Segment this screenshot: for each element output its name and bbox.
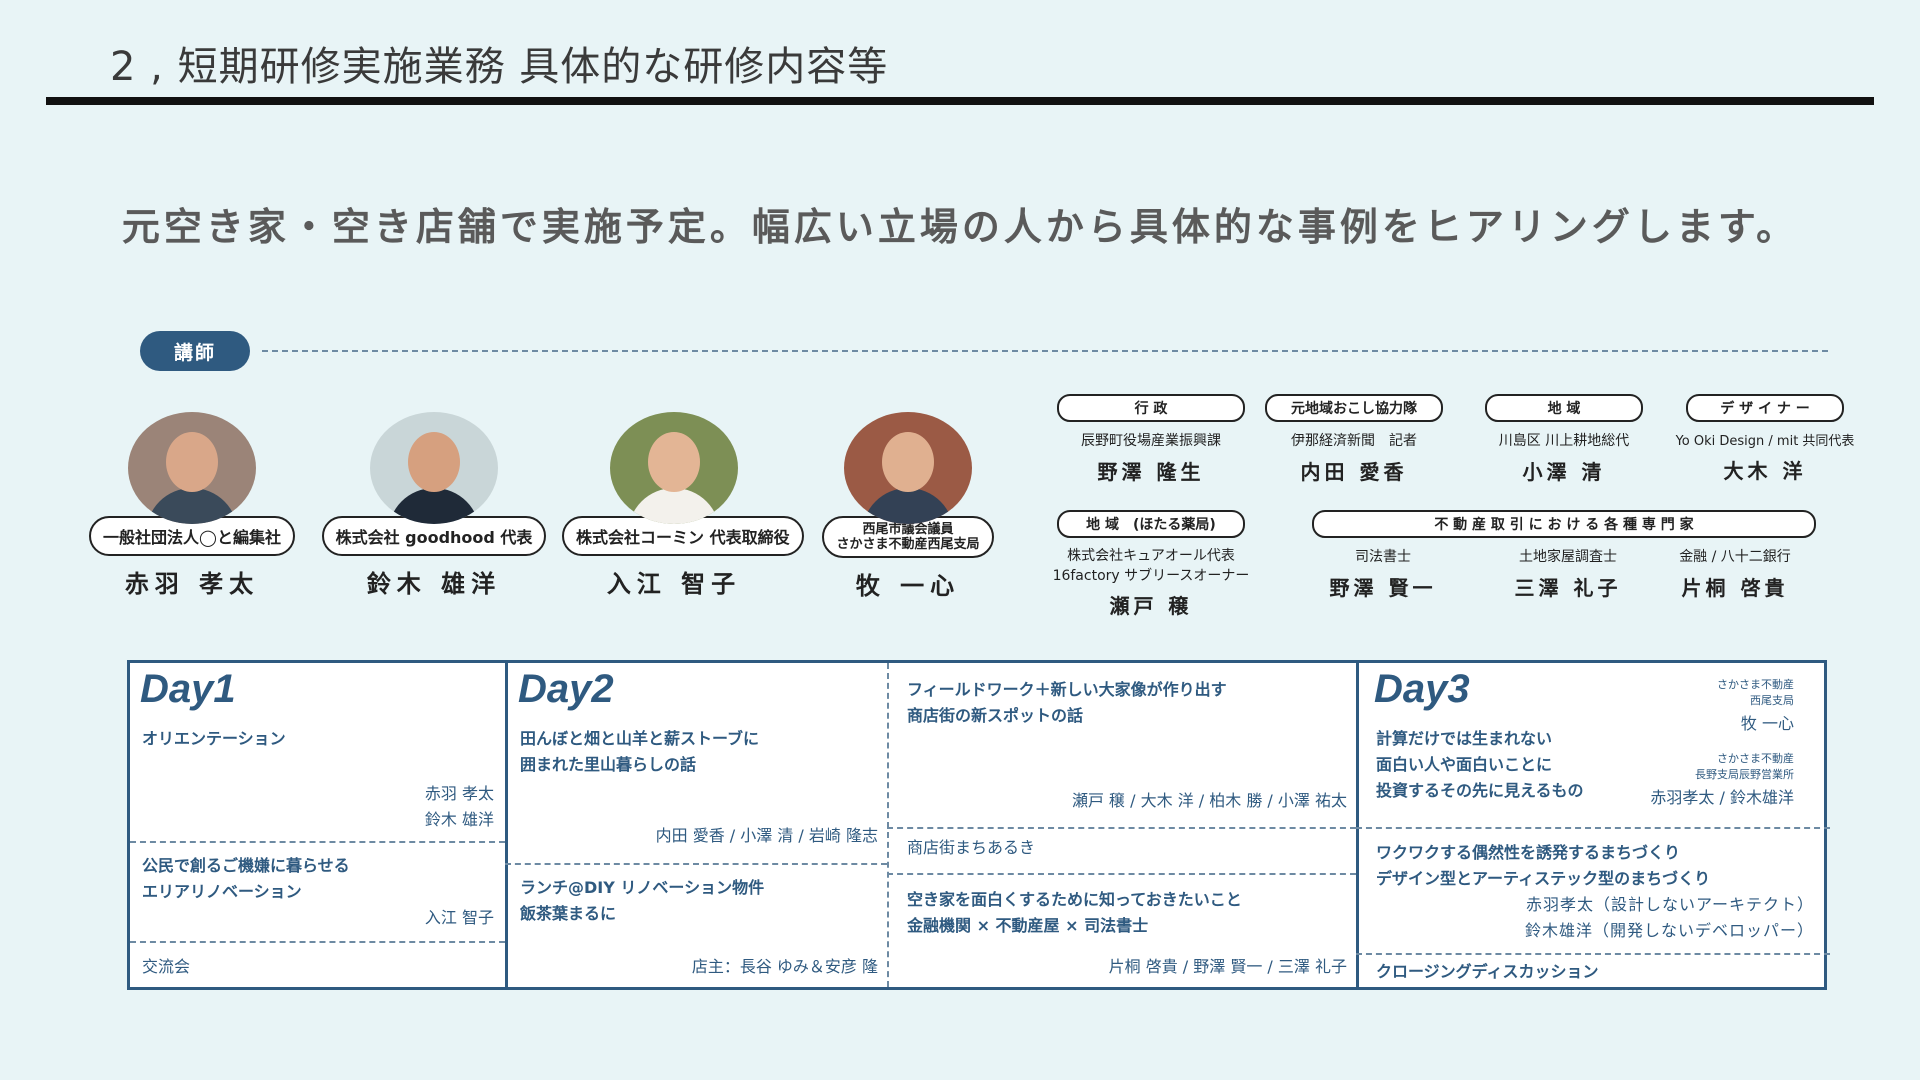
role-org: 伊那経済新聞 記者 — [1291, 433, 1417, 449]
expert-category: 不 動 産 取 引 に お け る 各 種 専 門 家 — [1312, 510, 1816, 538]
role-card: 元地域おこし協力隊 伊那経済新聞 記者 内田 愛香 — [1256, 394, 1452, 485]
session-speaker: 瀬戸 穣 / 大木 洋 / 柏木 勝 / 小澤 祐太 — [1071, 791, 1347, 810]
session-speaker: 赤羽孝太（設計しないアーキテクト） 鈴木雄洋（開発しないデベロッパー） — [1524, 895, 1814, 940]
session-speaker: 赤羽孝太 / 鈴木雄洋 — [1650, 788, 1794, 807]
role-category: 地 域 — [1485, 394, 1643, 422]
lecturer-photo — [128, 412, 256, 524]
lecturer-label: 講師 — [140, 331, 250, 371]
session-title: 交流会 — [142, 957, 191, 976]
expert-org: 土地家屋調査士 — [1519, 549, 1617, 565]
lecturer-photo — [844, 412, 972, 524]
day3-label: Day3 — [1374, 667, 1470, 711]
expert-name: 三澤 礼子 — [1514, 576, 1622, 600]
lecturer-name: 牧 一心 — [855, 572, 961, 600]
day2-label: Day2 — [518, 667, 614, 711]
role-category: 行 政 — [1057, 394, 1245, 422]
lecturer-org: 西尾市議会議員 さかさま不動産西尾支局 — [822, 516, 994, 558]
session-speaker: 赤羽 孝太 鈴木 雄洋 — [424, 784, 494, 829]
session-speaker: 店主：長谷 ゆみ＆安彦 隆 — [691, 957, 878, 976]
lecturer-card: 株式会社 goodhood 代表 鈴木 雄洋 — [314, 412, 554, 599]
page-title: 2 , 短期研修実施業務 具体的な研修内容等 — [110, 44, 889, 90]
session-title: 公民で創るご機嫌に暮らせる エリアリノベーション — [142, 856, 350, 901]
session-title: 空き家を面白くするために知っておきたいこと 金融機関 × 不動産屋 × 司法書士 — [907, 890, 1242, 935]
session-title: 田んぼと畑と山羊と薪ストーブに 囲まれた里山暮らしの話 — [520, 729, 760, 774]
role-card: 地 域 (ほたる薬局) 株式会社キュアオール代表 16factory サブリース… — [1038, 510, 1264, 619]
lead-text: 元空き家・空き店舗で実施予定。幅広い立場の人から具体的な事例をヒアリングします。 — [121, 205, 1799, 249]
role-card: 行 政 辰野町役場産業振興課 野澤 隆生 — [1046, 394, 1256, 485]
expert-card: 土地家屋調査士 三澤 礼子 — [1476, 538, 1660, 601]
lecturer-card: 一般社団法人◯と編集社 赤羽 孝太 — [80, 412, 304, 599]
expert-org: 司法書士 — [1355, 549, 1411, 565]
role-org: 辰野町役場産業振興課 — [1081, 433, 1221, 449]
session-title: オリエンテーション — [142, 729, 286, 748]
lecturer-org: 株式会社 goodhood 代表 — [321, 516, 547, 556]
role-category: 元地域おこし協力隊 — [1265, 394, 1443, 422]
role-org: Yo Oki Design / mit 共同代表 — [1675, 434, 1855, 449]
lecturer-name: 入江 智子 — [606, 570, 742, 598]
role-name: 野澤 隆生 — [1097, 460, 1205, 484]
session-speaker: 入江 智子 — [424, 908, 494, 927]
session-title: ワクワクする偶然性を誘発するまちづくり デザイン型とアーティステック型のまちづく… — [1376, 843, 1711, 888]
speaker-org: さかさま不動産 西尾支局 — [1717, 678, 1794, 707]
role-name: 大木 洋 — [1723, 459, 1807, 483]
lecturer-photo — [610, 412, 738, 524]
lecturer-name: 赤羽 孝太 — [124, 570, 260, 598]
expert-card: 金融 / 八十二銀行 片桐 啓貴 — [1660, 538, 1810, 601]
role-org: 川島区 川上耕地総代 — [1498, 433, 1630, 449]
role-name: 内田 愛香 — [1300, 460, 1408, 484]
session-title: フィールドワーク＋新しい大家像が作り出す 商店街の新スポットの話 — [907, 680, 1227, 725]
session-speaker: 牧 一心 — [1740, 714, 1794, 733]
speaker-org: さかさま不動産 長野支局辰野営業所 — [1695, 752, 1794, 781]
role-card: 地 域 川島区 川上耕地総代 小澤 清 — [1470, 394, 1658, 485]
session-title: 計算だけでは生まれない 面白い人や面白いことに 投資するその先に見えるもの — [1376, 729, 1584, 800]
section-divider — [262, 350, 1828, 352]
expert-name: 野澤 賢一 — [1329, 576, 1437, 600]
role-org: 株式会社キュアオール代表 16factory サブリースオーナー — [1052, 548, 1250, 584]
session-speaker: 内田 愛香 / 小澤 清 / 岩崎 隆志 — [655, 826, 878, 845]
expert-group: 不 動 産 取 引 に お け る 各 種 専 門 家 司法書士 野澤 賢一 土… — [1312, 510, 1816, 608]
expert-name: 片桐 啓貴 — [1681, 576, 1789, 600]
session-title: クロージングディスカッション — [1376, 962, 1599, 981]
day1-label: Day1 — [140, 667, 236, 711]
role-name: 瀬戸 穣 — [1109, 594, 1193, 618]
session-title: ランチ@DIY リノベーション物件 飯茶葉まるに — [520, 878, 765, 923]
expert-org: 金融 / 八十二銀行 — [1679, 549, 1791, 565]
expert-card: 司法書士 野澤 賢一 — [1312, 538, 1454, 601]
session-title: 商店街まちあるき — [907, 838, 1036, 857]
role-category: デ ザ イ ナ ー — [1686, 394, 1844, 422]
lecturer-card: 株式会社コーミン 代表取締役 入江 智子 — [562, 412, 804, 599]
title-underline — [46, 97, 1874, 105]
role-category: 地 域 (ほたる薬局) — [1057, 510, 1245, 538]
schedule-table: Day1 オリエンテーション 赤羽 孝太 鈴木 雄洋 公民で創るご機嫌に暮らせる… — [127, 660, 1830, 990]
role-card: デ ザ イ ナ ー Yo Oki Design / mit 共同代表 大木 洋 — [1660, 394, 1870, 484]
lecturer-name: 鈴木 雄洋 — [366, 570, 502, 598]
lecturer-card: 西尾市議会議員 さかさま不動産西尾支局 牧 一心 — [797, 412, 1019, 601]
session-speaker: 片桐 啓貴 / 野澤 賢一 / 三澤 礼子 — [1108, 957, 1347, 976]
lecturer-photo — [370, 412, 498, 524]
role-name: 小澤 清 — [1522, 460, 1606, 484]
